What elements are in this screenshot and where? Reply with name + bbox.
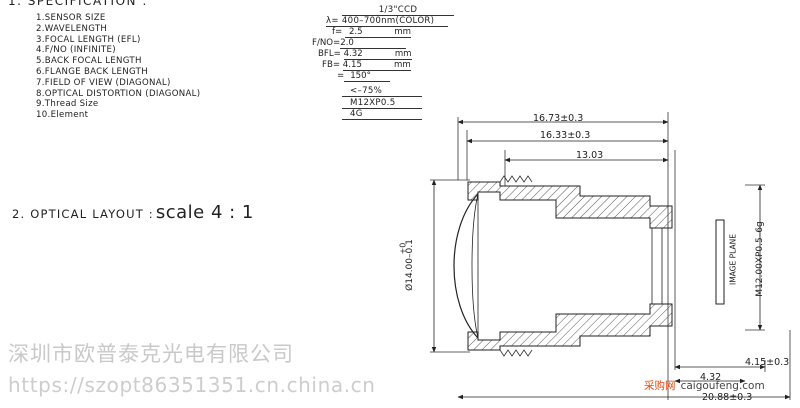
spec-title: 1. SPECIFICATION : [8,0,148,8]
spec-prefix: FB= [322,60,341,70]
spec-value-thread: M12XP0.5 [342,98,422,109]
spec-item: 8.OPTICAL DISTORTION (DIAGONAL) [36,88,201,99]
spec-item: 10.Element [36,110,89,121]
badge-label: 采购 [644,380,665,392]
spec-prefix: BFL= [318,49,341,59]
spec-underline: 2.5 mm [344,27,411,38]
spec-row-focal: f= 2.5 mm [332,27,414,38]
spec-item: 5.BACK FOCAL LENGTH [36,56,142,67]
dim-text: 16.33±0.3 [540,130,591,141]
spec-value-bfl: 4.32 [343,49,363,59]
optical-layout-heading: 2. OPTICAL LAYOUT :scale 4 : 1 [12,202,254,223]
rear-element [651,227,663,305]
spec-value-element: 4G [342,109,422,120]
spec-value-fb: 4.15 [342,60,362,70]
spec-value-sensor: 1/3"CCD [342,5,454,16]
barrel-lower [467,303,673,351]
spec-prefix: f= [332,27,343,37]
spec-unit: mm [394,27,411,37]
spec-item: 4.F/NO (INFINITE) [36,45,116,56]
scale-label: scale 4 : 1 [155,202,254,223]
dim-text: 4.32 [700,372,722,383]
spec-item: 1.SENSOR SIZE [36,13,106,23]
thread-teeth [499,175,533,357]
dim-text: 16.73±0.3 [533,113,584,124]
spec-row-fov: =150° [337,71,417,82]
spec-unit: mm [394,60,411,70]
barrel-upper [467,181,673,229]
site-badge: 采购网 caigoufeng.com [644,374,765,393]
spec-row-fb: FB= 4.15 mm [322,60,412,71]
dim-text: 4.15±0.3 [745,357,790,368]
spec-list: 1.SENSOR SIZE 2.WAVELENGTH 3.FOCAL LENGT… [36,13,200,121]
spec-underline: 4.15 mm [342,60,411,71]
spec-item: 6.FLANGE BACK LENGTH [36,66,148,77]
optical-layout-label: 2. OPTICAL LAYOUT : [12,207,154,221]
spec-row-fno: F/NO=2.0 [312,38,412,49]
dim-text: 20.88±0.3 [702,392,753,403]
spec-row-bfl: BFL= 4.32 mm [318,49,412,60]
spec-prefix: = [337,71,345,81]
spec-value-distortion: <–75% [342,86,422,97]
spec-unit: mm [394,49,412,59]
spec-item: 7.FIELD OF VIEW (DIAGONAL) [36,77,171,88]
front-lens-inner [471,193,479,339]
badge-url: caigoufeng.com [680,380,765,392]
spec-value-fno: 2.0 [340,38,407,49]
spec-item: 9.Thread Size [36,99,99,110]
front-lens-surface [453,193,479,339]
image-plane-sensor [715,219,725,305]
company-watermark: 深圳市欧普泰克光电有限公司 [8,342,294,366]
spec-value-fov: 150° [344,71,391,82]
spec-value-focal: 2.5 [348,27,363,37]
badge-label-2: 网 [665,380,676,392]
spec-item: 3.FOCAL LENGTH (EFL) [36,34,141,45]
spec-underline: 4.32 mm [343,49,412,60]
spec-prefix: F/NO= [312,38,341,48]
spec-value-wavelength: λ= 400–700nm(COLOR) [326,16,448,27]
spec-item: 2.WAVELENGTH [36,23,108,34]
image-plane-label: IMAGE PLANE [728,234,738,285]
dim-text: 13.03 [576,150,604,161]
dimension-lines [431,119,791,400]
dim-diameter-tol: +0 [398,242,408,255]
url-watermark: https://szopt86351351.cn.china.cn [8,373,376,397]
dim-thread: M12.00XP0.5–6g [755,221,765,297]
